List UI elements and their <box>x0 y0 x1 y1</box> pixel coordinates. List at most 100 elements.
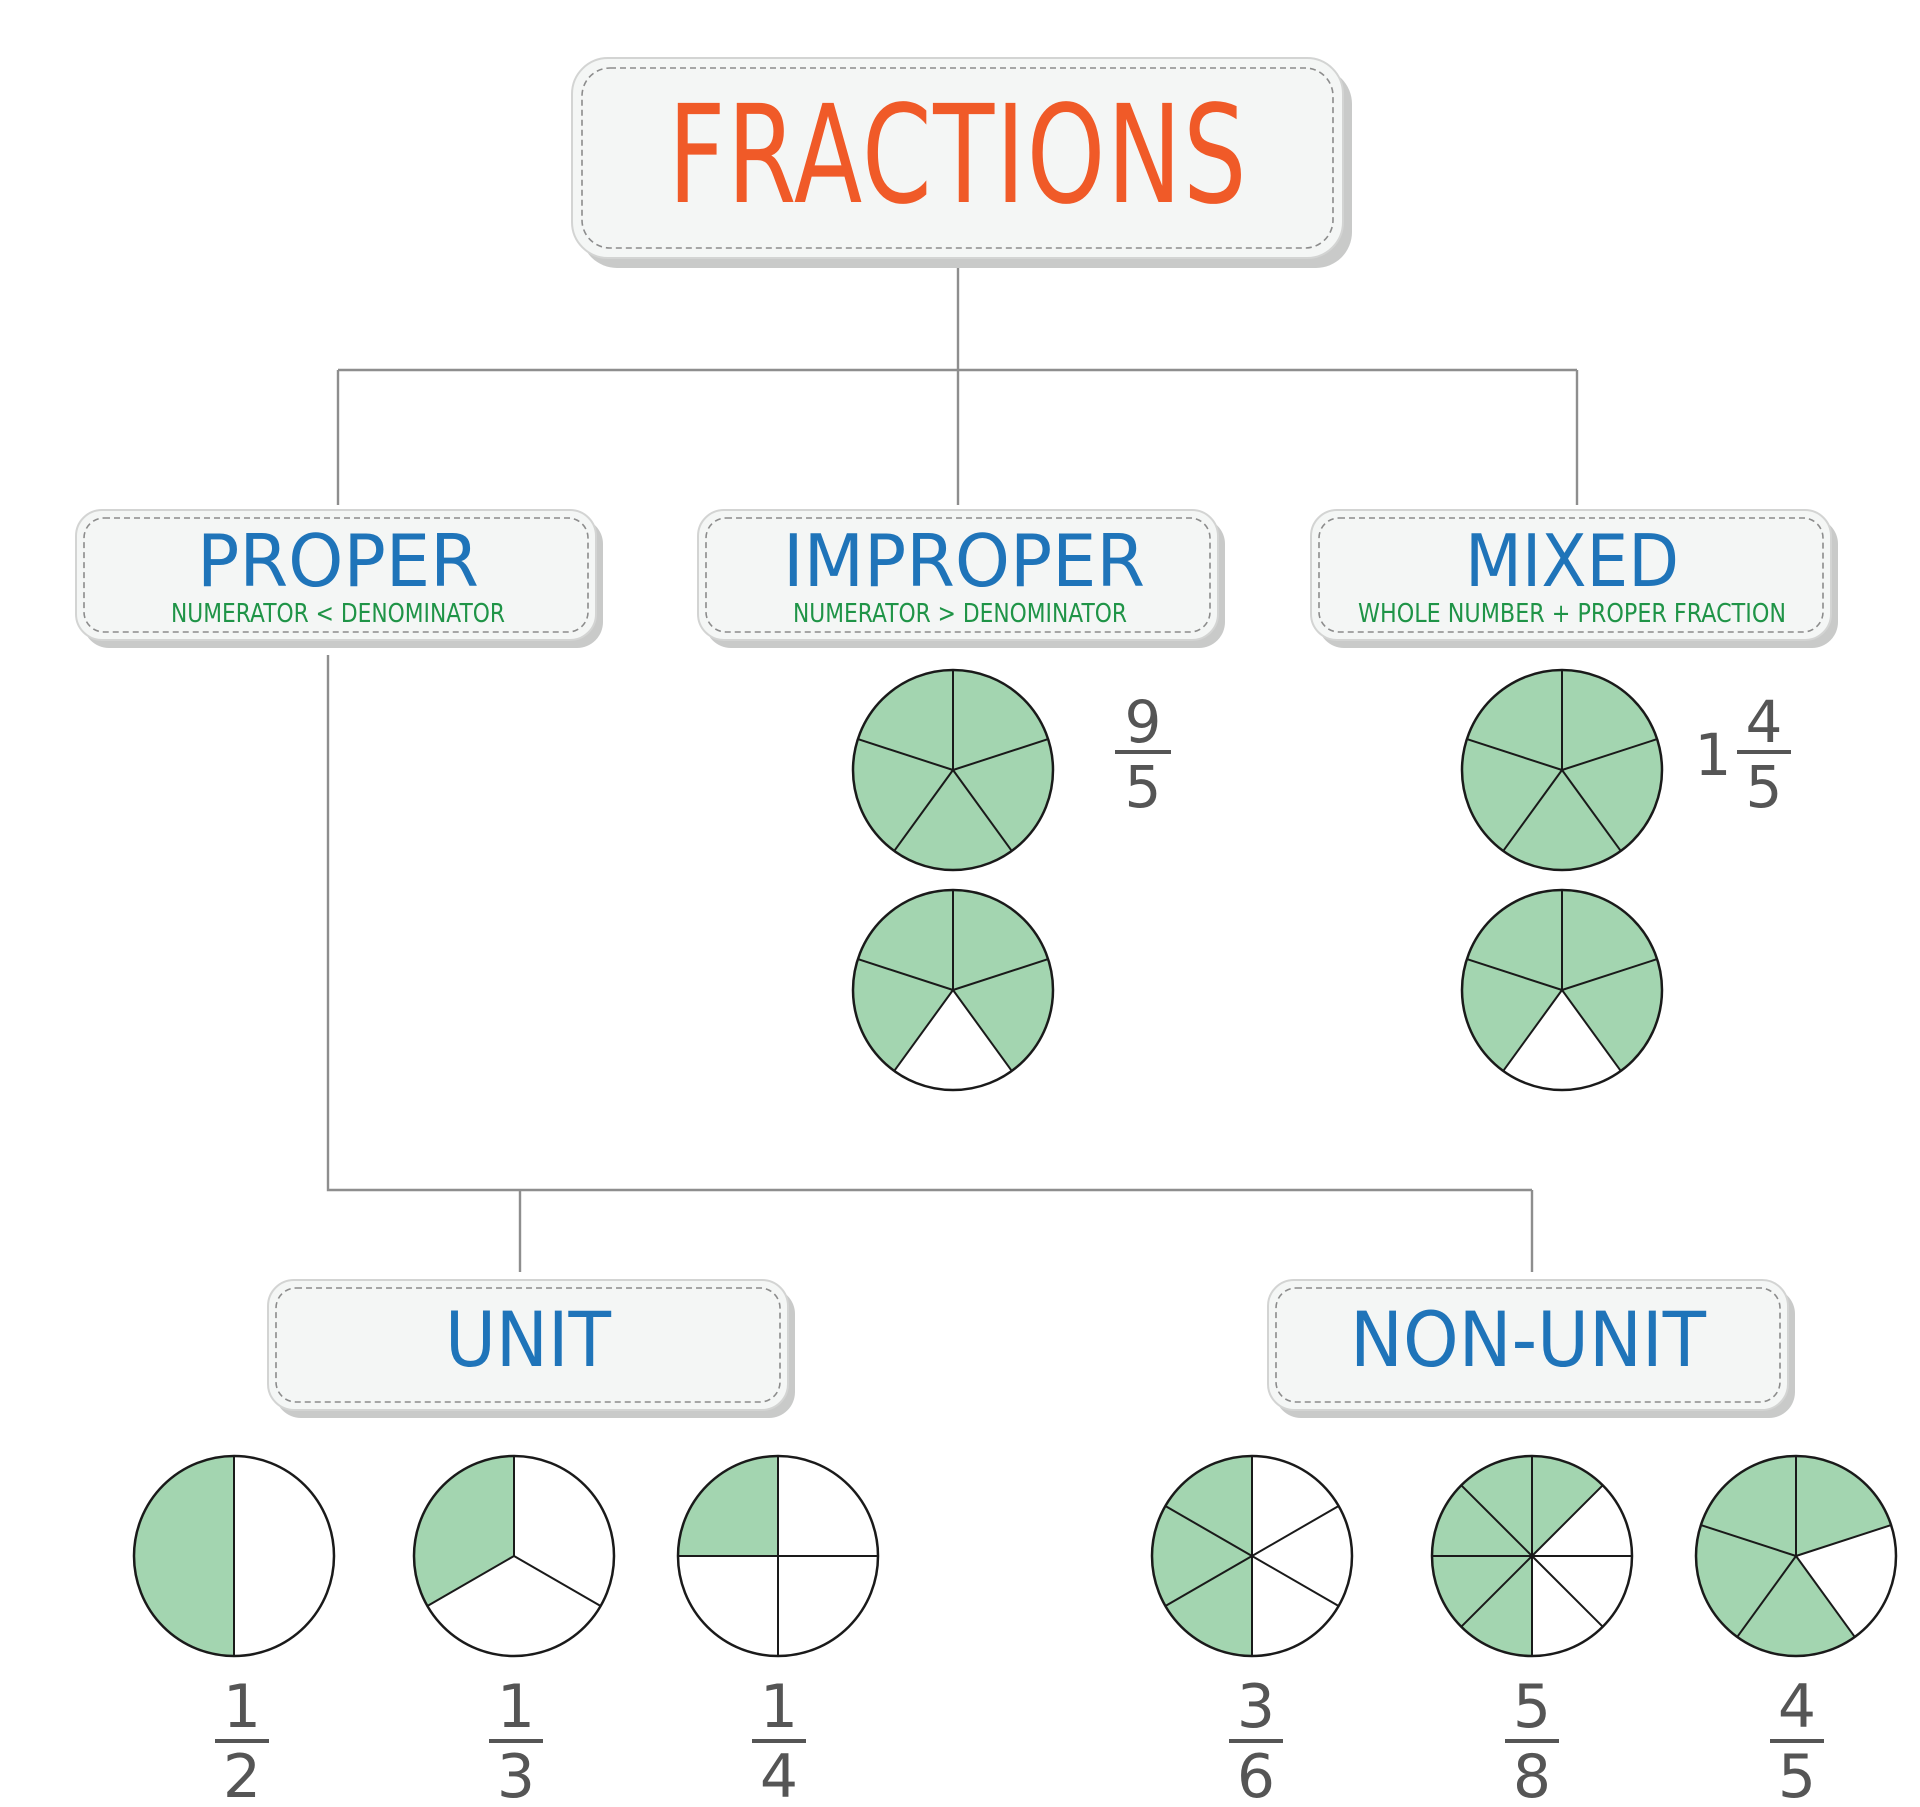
filled-slice <box>1462 959 1562 1071</box>
filled-slice <box>953 739 1053 851</box>
non-unit-example: 4 5 <box>1694 1454 1898 1807</box>
empty-slice <box>1532 1556 1603 1656</box>
filled-slice <box>1562 739 1662 851</box>
circle-outline <box>851 888 1055 1092</box>
slice-divider <box>513 1555 602 1607</box>
filled-slice <box>1461 1556 1532 1656</box>
title-node: FRACTIONS <box>571 57 1352 268</box>
empty-slice <box>678 1556 778 1656</box>
improper-circle-partial <box>851 888 1055 1092</box>
slice-divider <box>1531 1484 1604 1557</box>
slice-divider <box>1561 989 1622 1072</box>
slice-divider <box>952 958 1049 991</box>
filled-slice <box>953 890 1049 990</box>
non-unit-circle <box>1694 1454 1898 1658</box>
slice-divider <box>426 1555 515 1607</box>
mixed-numerator: 4 <box>1746 688 1783 756</box>
improper-definition: NUMERATOR > DENOMINATOR <box>793 599 1127 629</box>
unit-node: UNIT <box>267 1279 795 1418</box>
slice-divider <box>1531 1555 1604 1628</box>
unit-denominator: 2 <box>223 1742 261 1807</box>
slice-divider <box>1164 1555 1253 1607</box>
mixed-label: MIXED <box>1465 519 1679 603</box>
slice-divider <box>952 989 1013 1072</box>
mixed-denominator: 5 <box>1746 753 1783 821</box>
filled-slice <box>857 890 953 990</box>
filled-slice <box>1503 770 1621 870</box>
filled-slice <box>1700 1456 1796 1556</box>
empty-slice <box>894 990 1012 1090</box>
proper-label: PROPER <box>197 519 479 603</box>
filled-slice <box>1466 670 1562 770</box>
unit-circle <box>132 1454 336 1658</box>
circle-outline <box>676 1454 880 1658</box>
mixed-definition: WHOLE NUMBER + PROPER FRACTION <box>1358 599 1786 629</box>
improper-denominator: 5 <box>1125 753 1162 821</box>
filled-slice <box>1461 1456 1532 1556</box>
non-unit-circle <box>1150 1454 1354 1658</box>
unit-circle <box>412 1454 616 1658</box>
slice-divider <box>857 738 954 771</box>
unit-example: 1 3 <box>412 1454 616 1807</box>
slice-divider <box>952 769 1013 852</box>
slice-divider <box>1460 1484 1533 1557</box>
improper-circle-whole <box>851 668 1055 872</box>
unit-label: UNIT <box>445 1295 612 1384</box>
unit-numerator: 1 <box>760 1672 798 1742</box>
mixed-node: MIXED WHOLE NUMBER + PROPER FRACTION <box>1310 509 1838 648</box>
slice-divider <box>952 738 1049 771</box>
circle-outline <box>1430 1454 1634 1658</box>
non-unit-example: 5 8 <box>1430 1454 1634 1807</box>
empty-slice <box>1532 1485 1632 1556</box>
non-unit-examples: 3 6 5 8 4 5 <box>1150 1454 1898 1807</box>
filled-slice <box>1432 1556 1532 1627</box>
filled-slice <box>1562 670 1658 770</box>
filled-slice <box>1562 959 1662 1071</box>
circle-outline <box>851 668 1055 872</box>
slice-divider <box>1502 769 1563 852</box>
non-unit-numerator: 4 <box>1778 1672 1816 1742</box>
unit-example: 1 2 <box>132 1454 336 1807</box>
improper-node: IMPROPER NUMERATOR > DENOMINATOR <box>697 509 1225 648</box>
empty-slice <box>1532 1556 1632 1627</box>
circle-outline <box>132 1454 336 1658</box>
filled-slice <box>1532 1456 1603 1556</box>
filled-slice <box>134 1456 234 1656</box>
filled-slice <box>1466 890 1562 990</box>
unit-examples: 1 2 1 3 1 4 <box>132 1454 880 1807</box>
empty-slice <box>234 1456 334 1656</box>
connector-proper-to-subtypes <box>326 655 1534 1272</box>
slice-divider <box>893 769 954 852</box>
filled-slice <box>1737 1556 1855 1657</box>
empty-slice <box>1252 1506 1352 1606</box>
slice-divider <box>1251 1555 1340 1607</box>
filled-slice <box>1152 1506 1252 1606</box>
slice-divider <box>1466 958 1563 991</box>
filled-slice <box>894 770 1012 870</box>
circle-outline <box>1694 1454 1898 1658</box>
page-title: FRACTIONS <box>668 77 1248 235</box>
filled-slice <box>953 670 1049 770</box>
slice-divider <box>1736 1555 1797 1638</box>
improper-example: 9 5 <box>851 668 1171 1092</box>
circle-outline <box>1460 888 1664 1092</box>
empty-slice <box>778 1456 878 1556</box>
circle-outline <box>412 1454 616 1658</box>
slice-divider <box>1795 1555 1856 1638</box>
filled-slice <box>853 959 953 1071</box>
tree-connectors <box>326 258 1579 1272</box>
empty-slice <box>514 1456 614 1606</box>
slice-divider <box>1561 769 1622 852</box>
improper-label: IMPROPER <box>783 519 1145 603</box>
filled-slice <box>1796 1456 1892 1556</box>
non-unit-label: NON-UNIT <box>1350 1295 1707 1384</box>
proper-node: PROPER NUMERATOR < DENOMINATOR <box>75 509 603 648</box>
non-unit-circle <box>1430 1454 1634 1658</box>
proper-definition: NUMERATOR < DENOMINATOR <box>171 599 505 629</box>
connector-title-to-categories <box>336 258 1579 505</box>
unit-numerator: 1 <box>497 1672 535 1742</box>
slice-divider <box>1460 1555 1533 1628</box>
empty-slice <box>1796 1525 1896 1637</box>
slice-divider <box>1795 1524 1892 1557</box>
